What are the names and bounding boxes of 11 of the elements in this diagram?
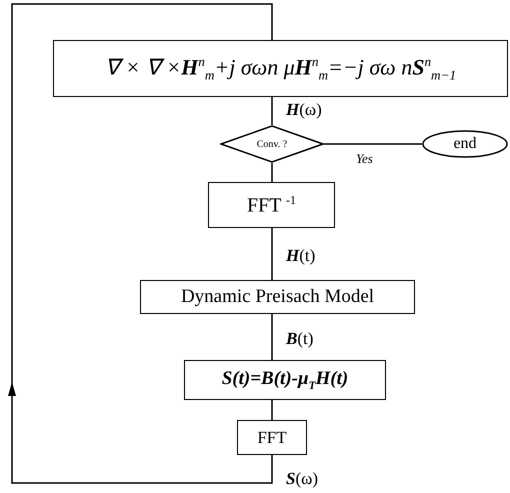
process-box: FFT $^{-1}$ (208, 182, 335, 228)
decision-diamond: Conv. ? (220, 125, 324, 163)
process-box: FFT (237, 420, 307, 455)
process-box: Dynamic Preisach Model (140, 280, 415, 314)
process-box: S(t)=B(t)-μ$_{T}$H(t) (184, 360, 386, 400)
edge-label: H(t) (286, 247, 316, 264)
edge-label: Yes (356, 152, 373, 165)
end-terminal: end (422, 130, 508, 158)
edge-label: B(t) (286, 330, 314, 347)
edge-label: H(ω) (286, 101, 322, 118)
edge-label: S(ω) (286, 470, 318, 487)
